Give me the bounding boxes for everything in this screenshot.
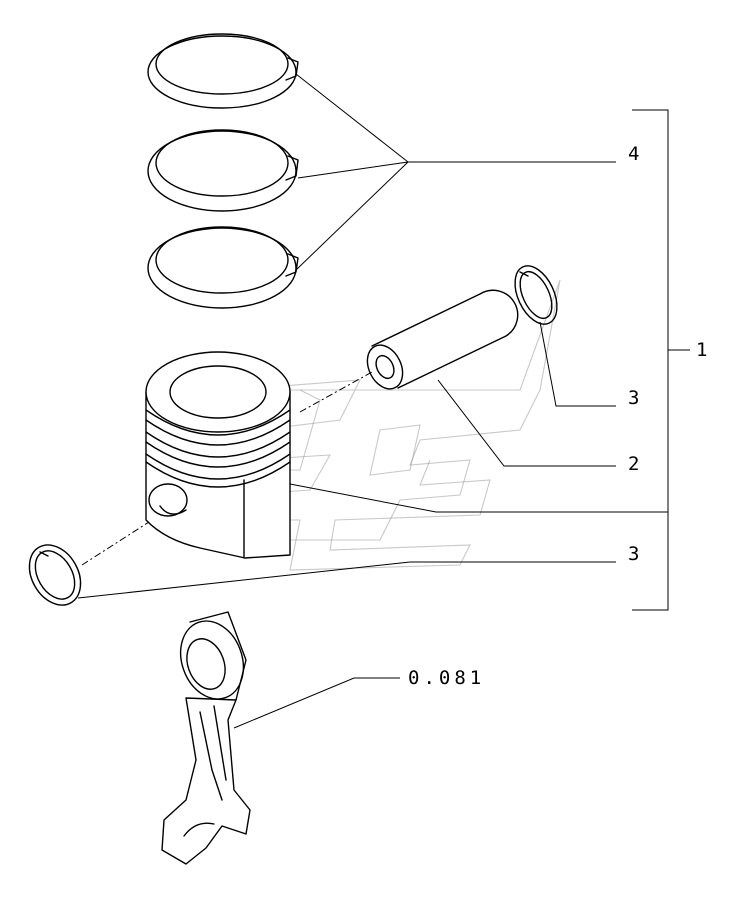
assembly-bracket	[632, 109, 690, 611]
leader-lines-rings	[295, 73, 616, 271]
leader-piston-pin	[437, 379, 616, 467]
leader-circlip-bottom	[77, 561, 616, 599]
callout-4: 4	[628, 143, 639, 165]
callout-1: 1	[696, 339, 707, 361]
callout-0081: 0.081	[408, 667, 485, 689]
callout-3-top: 3	[628, 387, 639, 409]
piston-ring-3	[147, 226, 299, 309]
connecting-rod	[161, 611, 251, 865]
callout-2: 2	[628, 453, 639, 475]
axis-line-lower	[81, 519, 153, 566]
circlip-top	[514, 265, 558, 325]
piston-ring-2	[147, 129, 299, 212]
piston	[145, 351, 291, 559]
circlip-bottom	[28, 544, 82, 606]
piston-pin	[366, 289, 519, 390]
leader-connecting-rod	[233, 677, 400, 729]
leader-circlip-top	[539, 321, 616, 407]
leader-piston	[289, 483, 668, 513]
piston-ring-1	[147, 33, 299, 109]
axis-line-upper	[299, 371, 373, 413]
callout-3-bottom: 3	[628, 543, 639, 565]
